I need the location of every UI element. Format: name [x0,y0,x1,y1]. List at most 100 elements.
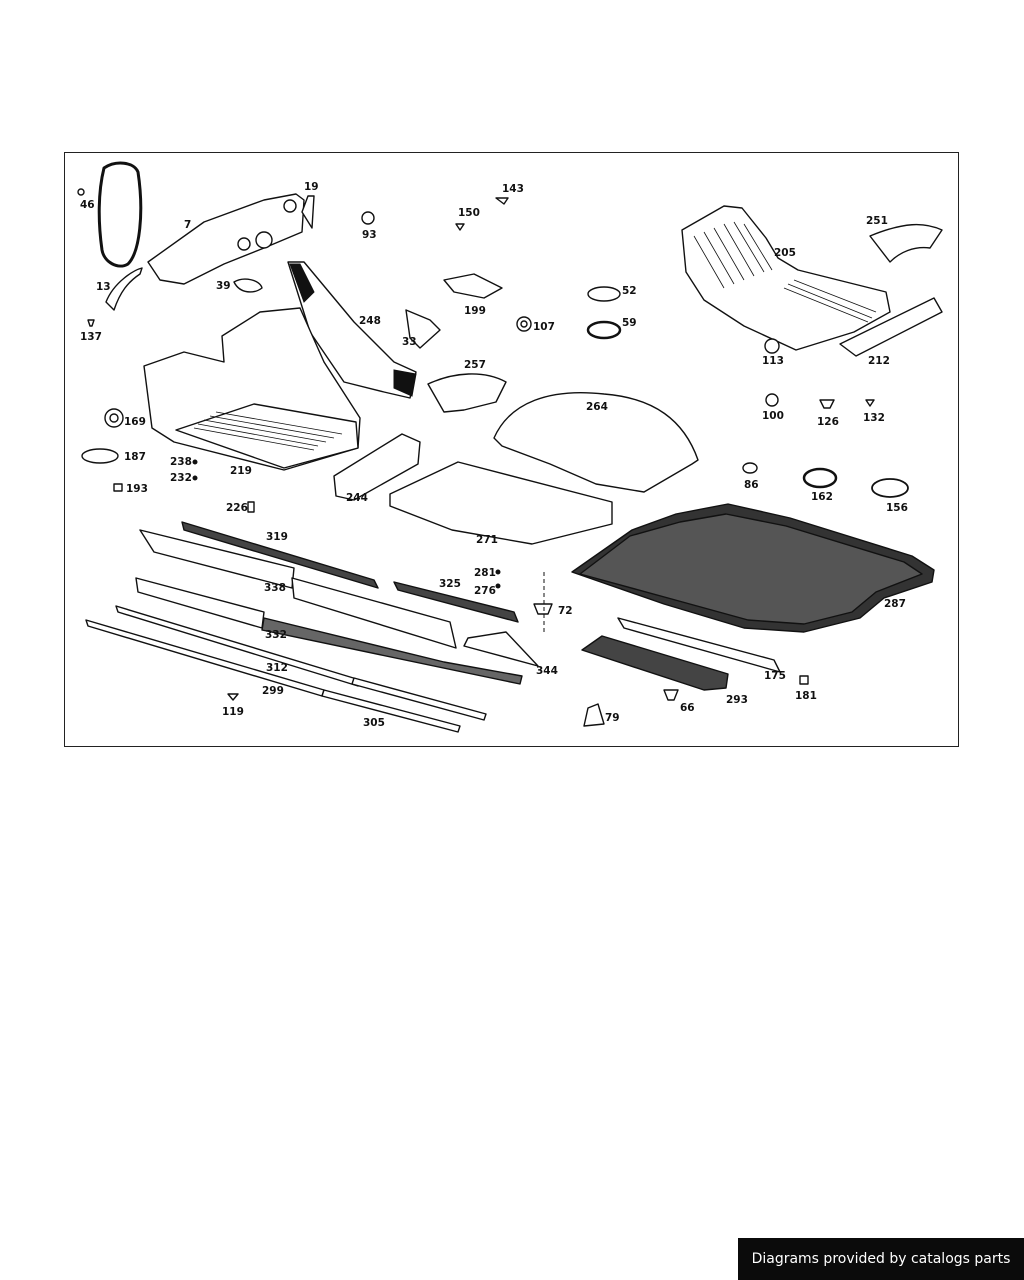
label-part-187: 187 [124,451,146,463]
diagram-frame [64,152,959,747]
part-79-bumper [583,703,605,727]
label-part-281: 281 [474,567,496,579]
part-319-sill-strip [181,521,379,589]
label-part-332: 332 [265,629,287,641]
label-part-276: 276 [474,585,496,597]
part-59-ring [586,320,622,340]
label-part-299: 299 [262,685,284,697]
label-part-257: 257 [464,359,486,371]
label-part-86: 86 [744,479,759,491]
label-part-287: 287 [884,598,906,610]
part-199-pad [443,273,503,299]
part-181-clip [799,675,809,685]
diagram-credit-banner: Diagrams provided by catalogs parts [738,1238,1024,1280]
part-66-fastener [663,689,679,701]
label-part-193: 193 [126,483,148,495]
label-part-46: 46 [80,199,95,211]
part-93-grommet [361,211,375,225]
label-part-33: 33 [402,336,417,348]
part-338-sill-panel [139,529,295,589]
label-part-175: 175 [764,670,786,682]
part-238-screw [192,459,198,465]
part-251-cover [869,223,943,263]
label-part-338: 338 [264,582,286,594]
label-part-150: 150 [458,207,480,219]
label-part-113: 113 [762,355,784,367]
label-part-52: 52 [622,285,637,297]
part-156-ring [871,478,909,498]
label-part-305: 305 [363,717,385,729]
label-part-232: 232 [170,472,192,484]
label-part-7: 7 [184,219,191,231]
part-150-clip [455,223,465,231]
label-part-251: 251 [866,215,888,227]
label-part-226: 226 [226,502,248,514]
part-325-strip [393,581,519,623]
label-part-132: 132 [863,412,885,424]
part-244-pad [333,433,421,501]
part-39-knob [233,278,263,293]
part-46-seal-ring [97,161,143,268]
label-part-199: 199 [464,305,486,317]
label-part-143: 143 [502,183,524,195]
label-part-181: 181 [795,690,817,702]
label-part-66: 66 [680,702,695,714]
label-part-212: 212 [868,355,890,367]
label-part-238: 238 [170,456,192,468]
part-232-screw [192,475,198,481]
part-276-screw [495,583,501,589]
part-132-clip [865,399,875,407]
label-part-119: 119 [222,706,244,718]
label-part-59: 59 [622,317,637,329]
label-part-156: 156 [886,502,908,514]
label-part-293: 293 [726,694,748,706]
part-13-curved-trim [105,267,143,311]
part-72-clip [533,603,553,615]
part-193-clip [113,483,123,492]
part-119-clip [227,693,239,701]
part-19-trim [301,195,315,229]
part-52-ring [587,286,621,302]
part-293-mat [581,635,729,691]
part-137-clip [87,319,95,327]
label-part-162: 162 [811,491,833,503]
part-212-plate [839,297,943,357]
part-175-rail [617,617,781,673]
label-part-248: 248 [359,315,381,327]
label-part-13: 13 [96,281,111,293]
label-part-93: 93 [362,229,377,241]
label-part-79: 79 [605,712,620,724]
label-part-312: 312 [266,662,288,674]
label-part-271: 271 [476,534,498,546]
part-257-trim [427,373,507,413]
part-46-clip [77,188,85,196]
label-part-19: 19 [304,181,319,193]
part-219-mat-inner [175,403,359,469]
label-part-264: 264 [586,401,608,413]
part-7-dash-panel [147,193,305,285]
part-86-grommet [742,462,758,474]
label-part-126: 126 [817,416,839,428]
part-264-tunnel-carpet [493,391,699,493]
part-162-ring [802,467,838,489]
part-126-clip [819,399,835,409]
part-187-oval-pad [81,448,119,464]
parts-diagram: 46 7 19 143 150 93 251 205 13 39 137 248… [77,161,943,733]
part-143-screw [495,197,509,205]
part-100-grommet [765,393,779,407]
part-219-mat-ribs [193,411,343,451]
label-part-169: 169 [124,416,146,428]
part-number-labels: 46 7 19 143 150 93 251 205 13 39 137 248… [80,181,908,729]
part-33-bracket [405,309,441,349]
label-part-219: 219 [230,465,252,477]
part-305-strip [321,689,461,733]
part-205-footwell-mat [681,205,891,351]
label-part-137: 137 [80,331,102,343]
label-part-319: 319 [266,531,288,543]
part-shapes [77,161,943,733]
part-113-grommet [764,338,780,354]
label-part-344: 344 [536,665,558,677]
part-205-mat-ribs [693,221,877,323]
part-226-clip [247,501,255,513]
label-part-107: 107 [533,321,555,333]
